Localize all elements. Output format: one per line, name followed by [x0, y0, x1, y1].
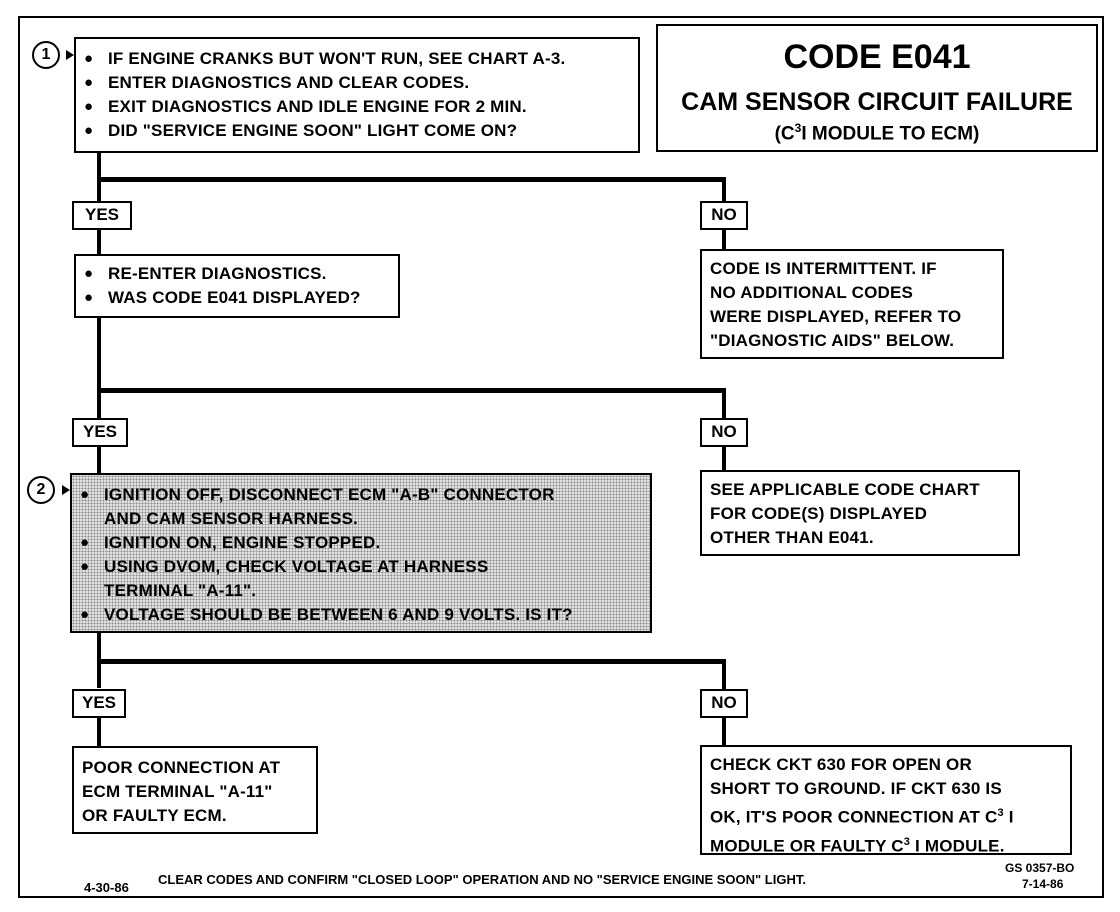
- chart-title: CODE E041: [783, 38, 971, 76]
- arrow-icon: [66, 50, 74, 60]
- connector-step3-branch: [97, 659, 726, 664]
- chart-frame: [18, 16, 1104, 898]
- step-number-1: 1: [32, 41, 60, 69]
- step2-line: USING DVOM, CHECK VOLTAGE AT HARNESS: [78, 555, 573, 579]
- step2-line: TERMINAL "A-11".: [104, 581, 257, 600]
- step3-no-line: MODULE OR FAULTY C3 I MODULE.: [710, 835, 1005, 856]
- step3-no-line: CHECK CKT 630 FOR OPEN OR: [710, 755, 972, 774]
- connector-yes1-down: [97, 228, 101, 254]
- connector-yes2-down: [97, 445, 101, 473]
- step1-no-line: "DIAGNOSTIC AIDS" BELOW.: [710, 331, 955, 350]
- footer-date-left: 4-30-86: [84, 880, 129, 895]
- step1-yes-line: RE-ENTER DIAGNOSTICS.: [82, 262, 361, 286]
- step2-line: IGNITION ON, ENGINE STOPPED.: [78, 531, 573, 555]
- yes-label-2: YES: [72, 418, 128, 447]
- yes-label-1: YES: [72, 201, 132, 230]
- step1-line: ENTER DIAGNOSTICS AND CLEAR CODES.: [82, 71, 565, 95]
- connector-yes3-down: [97, 718, 101, 746]
- no-label-1: NO: [700, 201, 748, 230]
- connector-step2-branch: [97, 388, 726, 393]
- step2-no-line: FOR CODE(S) DISPLAYED: [710, 504, 928, 523]
- step2-no-line: OTHER THAN E041.: [710, 528, 874, 547]
- step3-yes-line: POOR CONNECTION AT: [82, 758, 281, 777]
- step2-line: AND CAM SENSOR HARNESS.: [104, 509, 358, 528]
- no-label-3: NO: [700, 689, 748, 718]
- step1-no-line: NO ADDITIONAL CODES: [710, 283, 914, 302]
- step2-no-box: SEE APPLICABLE CODE CHART FOR CODE(S) DI…: [700, 470, 1020, 556]
- arrow-icon: [62, 485, 70, 495]
- yes-label-3: YES: [72, 689, 126, 718]
- title-box: CODE E041 CAM SENSOR CIRCUIT FAILURE (C3…: [656, 24, 1098, 152]
- footer-note: CLEAR CODES AND CONFIRM "CLOSED LOOP" OP…: [158, 872, 806, 887]
- step1-no-box: CODE IS INTERMITTENT. IF NO ADDITIONAL C…: [700, 249, 1004, 359]
- step-number-2: 2: [27, 476, 55, 504]
- step1-no-line: CODE IS INTERMITTENT. IF: [710, 259, 937, 278]
- step1-line: DID "SERVICE ENGINE SOON" LIGHT COME ON?: [82, 119, 565, 143]
- step2-line: IGNITION OFF, DISCONNECT ECM "A-B" CONNE…: [78, 483, 573, 507]
- chart-subtitle-module: (C3I MODULE TO ECM): [774, 121, 980, 145]
- step3-yes-line: ECM TERMINAL "A-11": [82, 782, 273, 801]
- step3-yes-box: POOR CONNECTION AT ECM TERMINAL "A-11" O…: [72, 746, 318, 834]
- step3-no-box: CHECK CKT 630 FOR OPEN OR SHORT TO GROUN…: [700, 745, 1072, 855]
- step1-line: EXIT DIAGNOSTICS AND IDLE ENGINE FOR 2 M…: [82, 95, 565, 119]
- footer-ref: GS 0357-BO: [1005, 861, 1075, 875]
- step2-no-line: SEE APPLICABLE CODE CHART: [710, 480, 980, 499]
- no-label-2: NO: [700, 418, 748, 447]
- step3-no-line: OK, IT'S POOR CONNECTION AT C3 I: [710, 807, 1014, 827]
- step2-box: IGNITION OFF, DISCONNECT ECM "A-B" CONNE…: [70, 473, 652, 633]
- connector-step1-down: [97, 151, 101, 201]
- connector-step1-branch: [97, 177, 726, 182]
- connector-step1yes-down: [97, 316, 101, 418]
- step1-yes-box: RE-ENTER DIAGNOSTICS. WAS CODE E041 DISP…: [74, 254, 400, 318]
- step3-no-line: SHORT TO GROUND. IF CKT 630 IS: [710, 779, 1002, 798]
- chart-subtitle: CAM SENSOR CIRCUIT FAILURE: [681, 88, 1073, 116]
- step1-box: IF ENGINE CRANKS BUT WON'T RUN, SEE CHAR…: [74, 37, 640, 153]
- footer-date-right: 7-14-86: [1022, 877, 1064, 891]
- step1-no-line: WERE DISPLAYED, REFER TO: [710, 307, 962, 326]
- step3-yes-line: OR FAULTY ECM.: [82, 806, 227, 825]
- step1-yes-line: WAS CODE E041 DISPLAYED?: [82, 286, 361, 310]
- step1-line: IF ENGINE CRANKS BUT WON'T RUN, SEE CHAR…: [82, 47, 565, 71]
- step2-line: VOLTAGE SHOULD BE BETWEEN 6 AND 9 VOLTS.…: [78, 603, 573, 627]
